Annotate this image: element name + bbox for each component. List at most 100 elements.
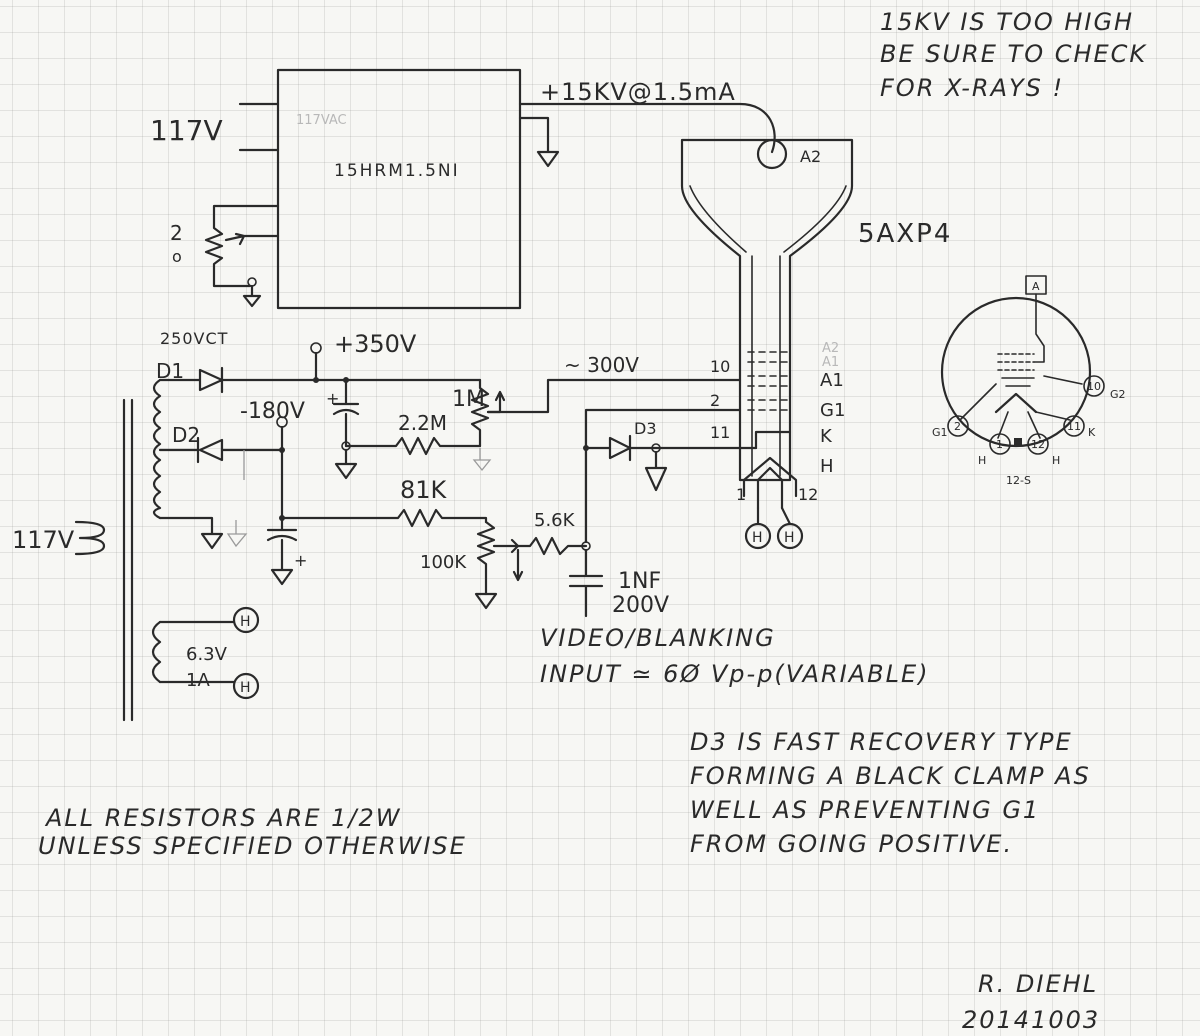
svg-text:11: 11 [1067,420,1081,433]
pot-100k [476,520,496,596]
svg-text:UNLESS SPECIFIED OTHERWISE: UNLESS SPECIFIED OTHERWISE [38,832,467,860]
b-minus-label: -180V [240,399,305,424]
crt-faint-a1: A1 [822,355,839,370]
b-minus-filter-cap [266,516,298,562]
svg-text:H: H [240,614,251,630]
hv-output-label: +15KV@1.5mA [540,78,736,106]
power-transformer: 117V 250VCT 6.3V 1A H H [12,329,260,722]
hv-input-label: 117VAC [296,113,347,128]
resistor-81k [280,508,488,528]
crt-cathode [754,430,792,450]
svg-text:+: + [326,389,339,408]
d2-diode [158,436,284,464]
svg-text:H: H [1052,454,1060,467]
center-tap-ground [158,516,224,550]
svg-text:WELL AS PREVENTING G1: WELL AS PREVENTING G1 [690,796,1040,824]
crt-anode-cap [756,138,788,170]
crt-pin-g1: 2 [710,391,720,410]
heater-node-2 [232,672,260,700]
svg-text:INPUT ≃ 6Ø Vp-p(VARIABLE): INPUT ≃ 6Ø Vp-p(VARIABLE) [540,660,930,688]
svg-text:G2: G2 [1110,388,1126,401]
crt-label-k: K [820,426,833,447]
d3-ground [644,450,668,492]
crt-envelope [680,138,854,482]
b-plus-label: +350V [334,330,417,358]
crt-label-g1: G1 [820,400,845,421]
hv-model-label: 15HRM1.5NI [334,161,460,181]
heater-node-1 [232,606,260,634]
resistor-5k6 [516,536,588,556]
pot-100k-label: 100K [420,552,467,573]
base-pin-1 [989,433,1011,455]
crt-label-a1: A1 [820,370,844,391]
crt-faint-a2: A2 [822,341,839,356]
heater-winding [151,620,162,684]
crt-pin-h1: 1 [736,485,746,504]
base-pin-11 [1063,415,1085,437]
pot-100k-ground [474,592,498,610]
a1-voltage-label: ~ 300V [564,353,639,377]
d3-note: D3 IS FAST RECOVERY TYPE FORMING A BLACK… [690,728,1091,858]
crt-base-diagram: A 2 1 12 11 10 G1 K G2 H H 12-S [932,275,1126,487]
crt-heater [742,456,798,510]
svg-text:10: 10 [1087,380,1101,393]
base-pin-12 [1027,433,1049,455]
svg-text:FROM GOING POSITIVE.: FROM GOING POSITIVE. [690,830,1013,858]
svg-text:H: H [752,530,763,546]
g1-feed [584,408,742,544]
svg-text:D3 IS FAST RECOVERY TYPE: D3 IS FAST RECOVERY TYPE [690,728,1073,756]
c-200v-label: 200V [612,593,669,618]
crt-pin-k: 11 [710,423,730,442]
xray-warning-note: 15KV IS TOO HIGH BE SURE TO CHECK FOR X-… [880,8,1145,102]
hv-pot-label: 2 [170,221,183,245]
crt-envelope-shading [689,185,847,477]
svg-text:K: K [1088,426,1096,439]
secondary-label: 250VCT [160,329,228,348]
svg-text:15KV IS TOO HIGH: 15KV IS TOO HIGH [880,8,1134,36]
crt-electrodes [747,351,791,411]
heater-current: 1A [186,670,210,691]
svg-text:R. DIEHL: R. DIEHL [978,970,1098,998]
svg-text:20141003: 20141003 [962,1006,1100,1034]
svg-text:H: H [240,680,251,696]
d3-diode [584,434,758,462]
pot-1m-label: 1M [452,387,485,412]
base-type-label: 12-S [1006,474,1031,487]
svg-text:FORMING A BLACK CLAMP AS: FORMING A BLACK CLAMP AS [690,762,1091,790]
crt-type-label: 5AXP4 [858,219,952,249]
base-pin-10 [1083,375,1105,397]
base-grid-lines [997,353,1035,371]
d2-label: D2 [172,423,200,447]
hv-pot-ground [242,284,262,308]
positive-supply: D1 +350V + 2.2M 1M ~ 300V [156,330,742,480]
hv-adjust-pot [204,204,280,288]
hv-output-lead [518,102,776,154]
b-plus-filter-cap [332,378,360,448]
c-1nf-label: 1NF [618,569,661,594]
hv-ground [518,116,560,168]
svg-text:1: 1 [996,438,1003,451]
svg-text:FOR X-RAYS !: FOR X-RAYS ! [880,74,1064,102]
primary-winding [74,520,106,556]
crt-anode-label: A2 [800,147,821,166]
pot-1m [470,378,490,448]
mains-primary-label: 117V [12,526,75,554]
resistor-2m2 [344,436,482,456]
crt-pin-a1: 10 [710,357,730,376]
video-input-note: VIDEO/BLANKING INPUT ≃ 6Ø Vp-p(VARIABLE) [540,624,930,688]
svg-text:G1: G1 [932,426,948,439]
resistor-note: ALL RESISTORS ARE 1/2W UNLESS SPECIFIED … [38,804,467,860]
hv-secondary-winding [152,378,162,520]
svg-text:ALL RESISTORS ARE 1/2W: ALL RESISTORS ARE 1/2W [44,804,402,832]
svg-text:H: H [784,530,795,546]
svg-text:A: A [1032,280,1040,293]
b-minus-cap-ground [270,558,294,586]
transformer-core [122,398,134,722]
crt-pin-h2: 12 [798,485,818,504]
coupling-cap-1nf [568,548,604,618]
hv-supply-module: 117VAC 15HRM1.5NI 117V 2 o +15KV@1.5mA [150,68,776,310]
d1-diode [158,366,482,394]
svg-text:12: 12 [1031,438,1045,451]
